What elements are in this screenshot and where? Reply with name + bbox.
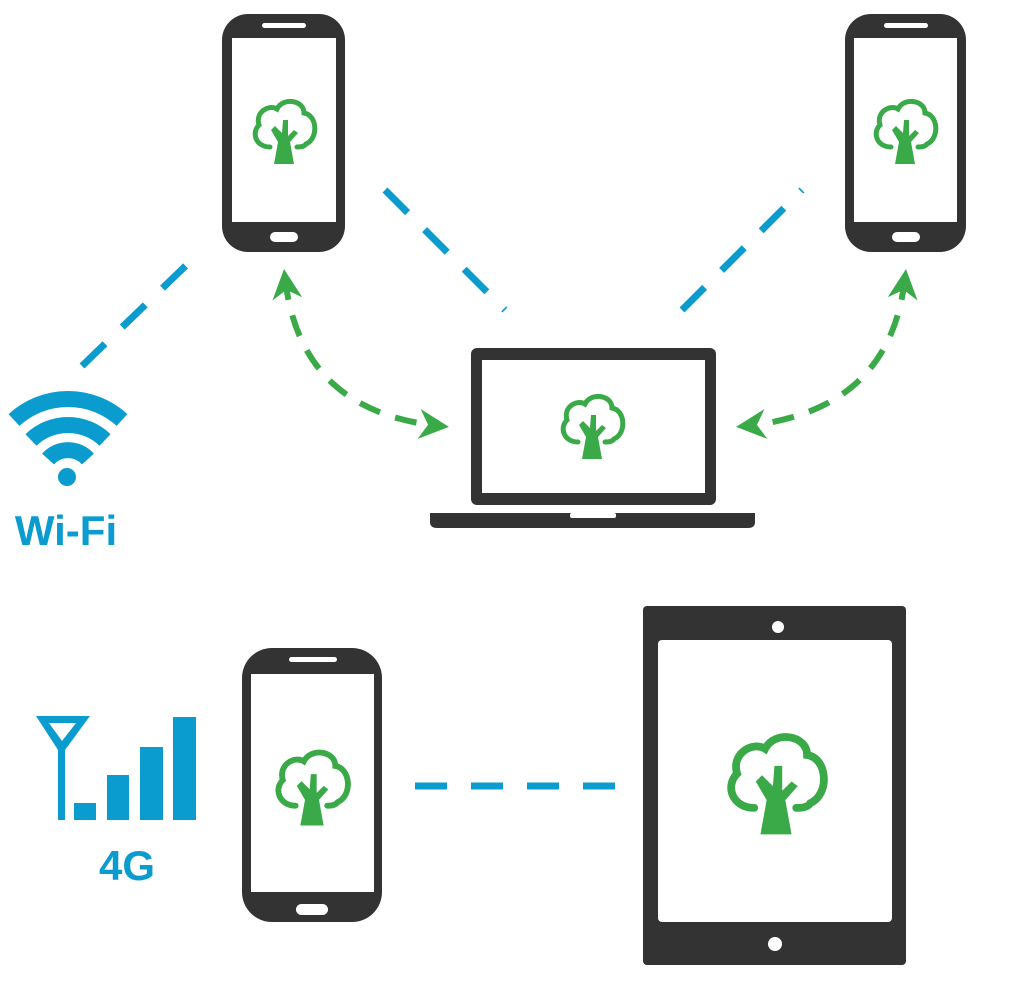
link-laptop-phone [679,187,805,313]
wifi-label: Wi-Fi [15,507,117,554]
smartphone-icon [242,648,382,922]
link-wifi-phone [79,247,205,369]
smartphone-icon [845,14,966,252]
smartphone-icon [222,14,345,252]
wifi-icon [8,391,128,486]
sync-arrows [272,269,918,439]
sync-arrow-right [736,269,918,439]
tablet-icon [643,606,906,965]
laptop-icon [430,348,755,528]
cellular-label: 4G [99,842,155,889]
signal-4g-icon [36,716,196,820]
link-phone-laptop [382,187,508,313]
wifi-links [79,187,805,790]
sync-arrow-left [272,269,449,439]
